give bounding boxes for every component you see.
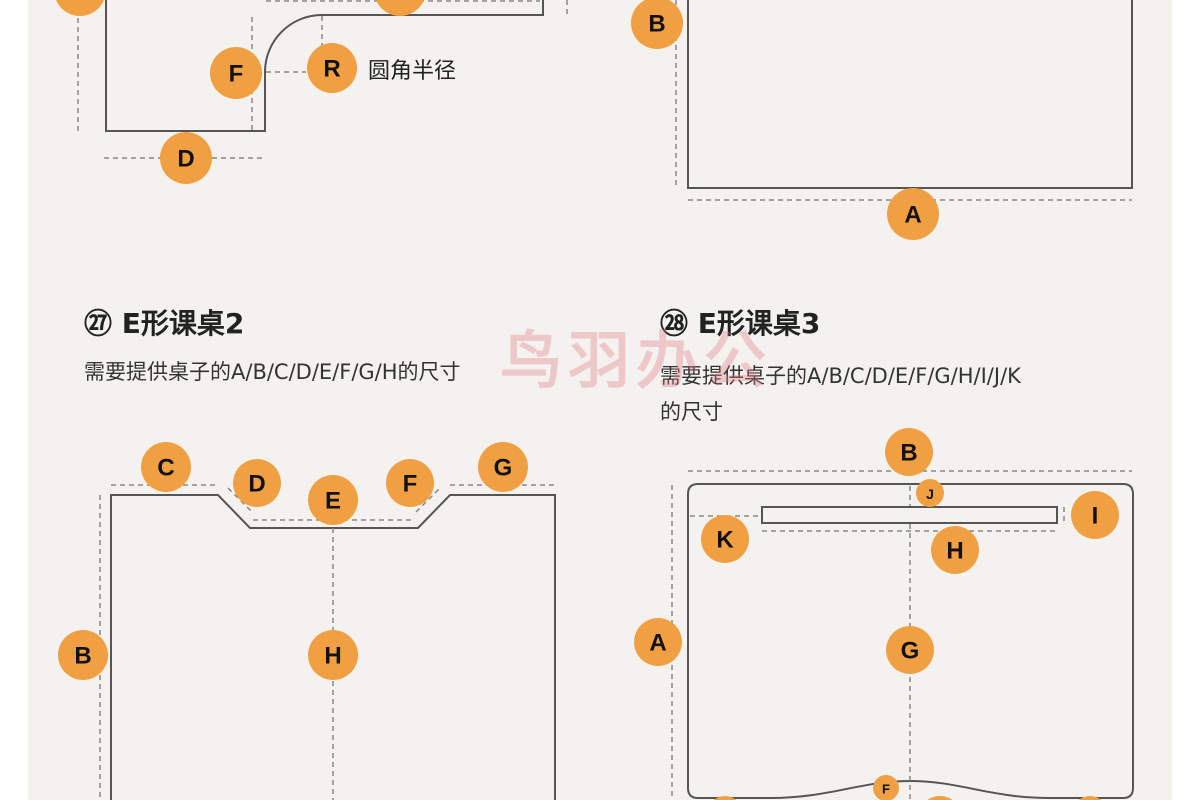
section-28-title: ㉘ E形课桌3 [660,307,821,340]
badge-b: B [58,630,108,680]
badge-k: K [701,515,749,563]
diagram-l-shape: F R D [56,0,568,184]
section-28-description-line1: 需要提供桌子的A/B/C/D/E/F/G/H/I/J/K [660,364,1021,388]
section-28-description-line2: 的尺寸 [660,400,723,424]
svg-text:R: R [323,56,340,83]
content-panel [28,0,1172,800]
badge-b: B [885,428,933,476]
badge-i: I [1071,491,1119,539]
dimension-line [227,487,253,513]
svg-text:F: F [229,61,244,88]
section-27-description: 需要提供桌子的A/B/C/D/E/F/G/H的尺寸 [84,360,461,384]
svg-text:G: G [901,638,920,665]
svg-text:E: E [325,488,341,515]
slot-outline [761,506,1058,524]
badge-b: B [631,0,683,49]
badge-partial [927,796,953,800]
badge-g: G [886,626,934,674]
diagram-rectangle: B A [631,0,1133,240]
diagram-e-desk-2: C D E F G B H [58,442,556,800]
svg-text:F: F [882,782,890,797]
svg-text:J: J [926,486,934,502]
badge-h: H [308,630,358,680]
badge-a: A [634,618,682,666]
svg-text:I: I [1092,503,1099,530]
svg-text:C: C [157,455,174,482]
badge-r: R [307,43,357,93]
desk-outline [687,0,1133,189]
badge-j: J [916,479,944,507]
badge-d: D [160,132,212,184]
svg-text:B: B [648,11,665,38]
diagram-e-desk-3: B J I K H A G F [634,428,1134,800]
badge-partial [376,0,424,16]
badge-d: D [233,459,281,507]
badge-a: A [887,188,939,240]
badge-partial [56,0,104,16]
svg-text:B: B [74,643,91,670]
badge-g: G [478,442,528,492]
desk-outline [105,0,544,132]
svg-text:A: A [649,630,666,657]
svg-text:A: A [904,202,921,229]
svg-text:H: H [946,538,963,565]
svg-text:D: D [248,471,265,498]
badge-c: C [141,442,191,492]
svg-text:F: F [403,471,418,498]
desk-outline [110,494,556,800]
watermark: 鸟羽办公 [500,324,773,397]
badge-e: E [308,475,358,525]
dimension-line [415,487,441,513]
badge-partial [713,796,737,800]
svg-text:B: B [900,440,917,467]
badge-f: F [873,775,899,800]
svg-text:D: D [177,146,194,173]
svg-text:H: H [324,643,341,670]
badge-f: F [210,47,262,99]
badge-partial [1078,796,1102,800]
badge-h: H [931,526,979,574]
section-27-title: ㉗ E形课桌2 [84,307,245,340]
radius-note: 圆角半径 [368,59,457,84]
svg-text:K: K [716,527,734,554]
badge-f: F [386,459,434,507]
svg-text:G: G [494,455,513,482]
